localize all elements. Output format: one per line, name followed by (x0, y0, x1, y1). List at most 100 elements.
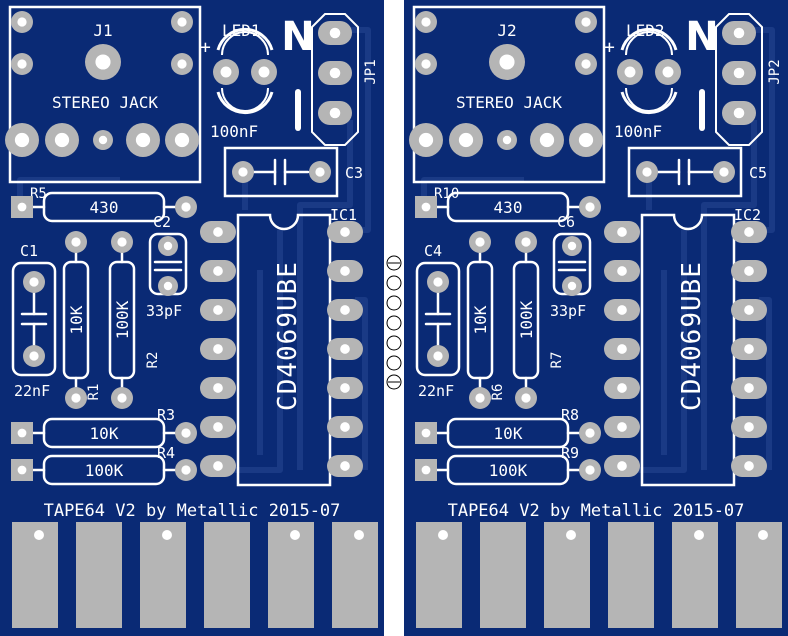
resistor-r1-body (466, 260, 494, 380)
ic-pin-left-3-hole (213, 305, 223, 315)
cap-small-pad-hole (163, 241, 173, 251)
resistor-top-value: 430 (494, 198, 523, 217)
led-inner-top (221, 31, 269, 56)
edge-finger-6 (332, 522, 378, 628)
edge-finger-1 (416, 522, 462, 628)
resistor-r2-pad-bottom-hole (521, 393, 531, 403)
resistor-r3-ref: R8 (561, 406, 579, 424)
jack-center-pad-hole (95, 54, 111, 70)
jack-mount-pad-hole (17, 17, 27, 27)
ic-outline (236, 213, 332, 487)
jack-mount-pad-hole (177, 17, 187, 27)
jumper-outline (311, 13, 359, 146)
resistor-r4-body (42, 454, 166, 486)
ic-ref: IC1 (330, 206, 357, 224)
led-outline-top (620, 27, 678, 51)
jumper-pad-1-hole (733, 27, 745, 39)
jack-pin-pad-hole (418, 132, 434, 148)
resistor-r2-ref: R7 (549, 352, 565, 369)
ic-pin-left-3-hole (617, 305, 627, 315)
mousebite-hole (386, 355, 402, 371)
cap-small-pad-hole (567, 281, 577, 291)
cap-left-ref: C4 (424, 242, 442, 260)
trace (297, 120, 353, 470)
ic-pin-left-2-hole (213, 266, 223, 276)
resistor-r1-ref: R6 (490, 384, 506, 401)
resistor-r2-pad-top-hole (521, 237, 531, 247)
resistor-r2-body (512, 260, 540, 380)
jumper-pad-1-hole (329, 27, 341, 39)
resistor-top-pad-square-hole (421, 202, 431, 212)
edge-finger-via (566, 530, 576, 540)
trace (17, 177, 120, 200)
jack-pin-pad-hole (578, 132, 594, 148)
cap-top-pad-hole (315, 167, 325, 177)
edge-finger-via (354, 530, 364, 540)
cap-top-outline (223, 146, 339, 198)
cap-small-pad-hole (567, 241, 577, 251)
edge-finger-2 (480, 522, 526, 628)
jack-mount-pad-hole (177, 59, 187, 69)
trace (701, 120, 757, 470)
ic-pin-right-3-hole (744, 305, 754, 315)
jack-pin-pad-hole (98, 135, 108, 145)
resistor-r2-value: 100K (113, 300, 132, 339)
resistor-top-pad-round-hole (585, 202, 595, 212)
resistor-r3-pad-square-hole (17, 428, 27, 438)
ic-pin-right-5-hole (744, 383, 754, 393)
resistor-r1-value: 10K (67, 305, 86, 334)
resistor-top-body (446, 191, 570, 223)
trace (759, 297, 772, 470)
ic-pin-left-6-hole (617, 422, 627, 432)
cap-small-value: 33pF (550, 302, 586, 320)
cap-top-outline (627, 146, 743, 198)
ic-pin-left-1-hole (213, 227, 223, 237)
resistor-r4-pad-square-hole (17, 465, 27, 475)
resistor-r3-body (446, 417, 570, 449)
jack-pin-pad-hole (539, 132, 555, 148)
led-pad-cathode-hole (662, 66, 674, 78)
cap-left-pad-hole (433, 277, 443, 287)
cap-top-pad-hole (642, 167, 652, 177)
resistor-top-ref: R5 (30, 186, 47, 202)
ic-pin-right-4-hole (744, 344, 754, 354)
led-pad-cathode-hole (258, 66, 270, 78)
resistor-r1-body (62, 260, 90, 380)
jack-mount-pad-hole (17, 59, 27, 69)
ic-pin-right-6-hole (744, 422, 754, 432)
resistor-top-body (42, 191, 166, 223)
mousebite-hole (386, 295, 402, 311)
led-outline-top (216, 27, 274, 51)
ic-pin-left-5-hole (213, 383, 223, 393)
resistor-r3-pad-square-hole (421, 428, 431, 438)
trace (634, 230, 687, 473)
led-outline-bottom (216, 91, 274, 115)
resistor-r3-pad-round-hole (585, 428, 595, 438)
resistor-r1-pad-bottom-hole (475, 393, 485, 403)
resistor-r3-value: 10K (494, 424, 523, 443)
cap-top-pad-hole (238, 167, 248, 177)
edge-finger-via (34, 530, 44, 540)
resistor-r3-body (42, 417, 166, 449)
edge-finger-via (694, 530, 704, 540)
trace (230, 230, 283, 473)
jumper-pad-2-hole (733, 67, 745, 79)
ic-pin-left-4-hole (617, 344, 627, 354)
ic-pin-right-7-hole (744, 461, 754, 471)
ic-pin-left-7-hole (617, 461, 627, 471)
jack-pin-pad-hole (14, 132, 30, 148)
cap-top-value: 100nF (614, 122, 662, 141)
jack-outline (412, 5, 606, 184)
edge-finger-via (290, 530, 300, 540)
ic-pin-right-2-hole (340, 266, 350, 276)
mousebite-hole (386, 315, 402, 331)
led-inner-top (625, 31, 673, 56)
jumper-pad-3-hole (733, 107, 745, 119)
edge-finger-3 (140, 522, 186, 628)
cap-left-value: 22nF (418, 382, 454, 400)
jack-pin-pad-hole (54, 132, 70, 148)
resistor-r1-ref: R1 (86, 384, 102, 401)
resistor-r2-pad-bottom-hole (117, 393, 127, 403)
edge-finger-1 (12, 522, 58, 628)
